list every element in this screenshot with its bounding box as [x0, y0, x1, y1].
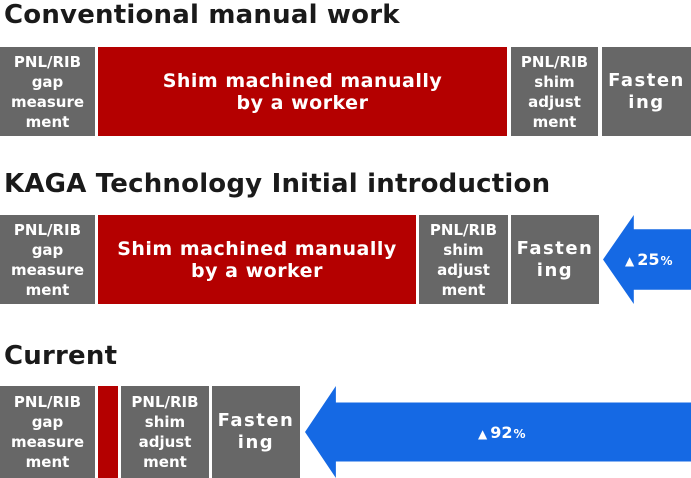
- gap-measurement-step: PNL/RIB gap measure ment: [0, 47, 95, 136]
- row-title-initial-introduction: KAGA Technology Initial introduction: [4, 169, 551, 199]
- gap-measurement-label: PNL/RIB gap measure ment: [10, 52, 85, 131]
- manual-shim-label: Shim machined manually by a worker: [162, 69, 443, 114]
- manual-shim-step: Shim machined manually by a worker: [98, 215, 416, 304]
- row-title-conventional: Conventional manual work: [4, 0, 400, 30]
- reduction-label: ▲92%: [478, 422, 526, 442]
- reduction-arrow-25: ▲25%: [603, 215, 691, 304]
- gap-measurement-step: PNL/RIB gap measure ment: [0, 386, 95, 478]
- manual-shim-step: [98, 386, 118, 478]
- row-title-current: Current: [4, 341, 118, 371]
- reduction-label: ▲25%: [625, 250, 673, 269]
- fastening-label: Fasten ing: [516, 237, 594, 281]
- fastening-label: Fasten ing: [608, 69, 685, 113]
- gap-measurement-step: PNL/RIB gap measure ment: [0, 215, 95, 304]
- manual-shim-label: Shim machined manually by a worker: [117, 237, 397, 282]
- shim-adjustment-step: PNL/RIB shim adjust ment: [121, 386, 209, 478]
- manual-shim-step: Shim machined manually by a worker: [98, 47, 507, 136]
- fastening-step: Fasten ing: [511, 215, 599, 304]
- reduction-arrow-92: ▲92%: [305, 386, 691, 478]
- fastening-step: Fasten ing: [212, 386, 300, 478]
- shim-adjustment-label: PNL/RIB shim adjust ment: [131, 393, 199, 471]
- shim-adjustment-step: PNL/RIB shim adjust ment: [511, 47, 598, 136]
- shim-adjustment-step: PNL/RIB shim adjust ment: [419, 215, 508, 304]
- shim-adjustment-label: PNL/RIB shim adjust ment: [429, 220, 498, 299]
- gap-measurement-label: PNL/RIB gap measure ment: [10, 220, 85, 299]
- gap-measurement-label: PNL/RIB gap measure ment: [10, 393, 85, 471]
- fastening-label: Fasten ing: [217, 410, 295, 453]
- fastening-step: Fasten ing: [602, 47, 691, 136]
- shim-adjustment-label: PNL/RIB shim adjust ment: [520, 52, 589, 131]
